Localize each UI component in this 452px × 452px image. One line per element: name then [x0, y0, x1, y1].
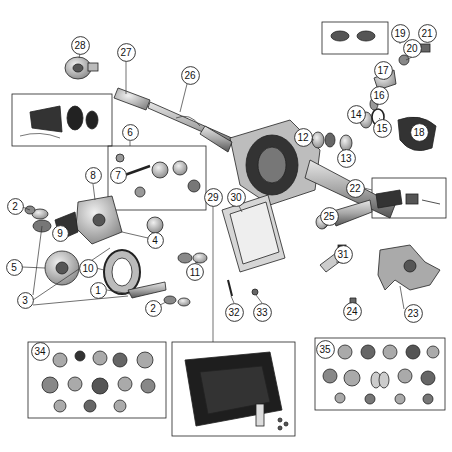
- callout-circle: 12: [294, 128, 313, 147]
- callout-number: 29: [207, 192, 218, 203]
- callout-circle: 16: [370, 86, 389, 105]
- callout-circle: 29: [204, 188, 223, 207]
- callout-number: 9: [57, 228, 63, 239]
- callout-number: 26: [184, 70, 195, 81]
- callout-circle: 23: [404, 304, 423, 323]
- callout-number: 14: [350, 109, 361, 120]
- callout-circle: 15: [373, 119, 392, 138]
- callout-number: 22: [349, 183, 360, 194]
- callout-circle: 26: [181, 66, 200, 85]
- callout-circle: 33: [253, 303, 272, 322]
- callout-circle: 7: [110, 167, 127, 184]
- callout-number: 25: [323, 211, 334, 222]
- callout-number: 12: [297, 132, 308, 143]
- callout-circle: 18: [410, 123, 429, 142]
- callout-circle: 1: [90, 282, 107, 299]
- callout-circle: 9: [52, 225, 69, 242]
- callout-circle: 6: [122, 124, 139, 141]
- callout-circle: 34: [31, 342, 50, 361]
- callout-number: 13: [340, 153, 351, 164]
- callout-number: 21: [421, 28, 432, 39]
- callout-number: 7: [115, 170, 121, 181]
- callout-circle: 13: [337, 149, 356, 168]
- callout-circle: 25: [320, 207, 339, 226]
- callout-number: 8: [90, 170, 96, 181]
- callout-number: 17: [377, 65, 388, 76]
- callout-circle: 3: [17, 292, 34, 309]
- callout-circle: 8: [85, 167, 102, 184]
- callout-circle: 24: [343, 302, 362, 321]
- callout-circle: 10: [79, 259, 98, 278]
- callout-circle: 27: [117, 43, 136, 62]
- callout-number: 18: [413, 127, 424, 138]
- callout-circle: 31: [334, 245, 353, 264]
- callout-number: 23: [407, 308, 418, 319]
- callout-circle: 32: [225, 303, 244, 322]
- callout-circle: 11: [186, 263, 204, 281]
- callout-circle: 20: [403, 39, 422, 58]
- callout-circle: 19: [391, 24, 410, 43]
- callout-circle: 35: [316, 340, 335, 359]
- callout-number: 34: [34, 346, 45, 357]
- callout-number: 30: [230, 192, 241, 203]
- callout-number: 24: [346, 306, 357, 317]
- callout-circle: 21: [418, 24, 437, 43]
- callout-number: 31: [337, 249, 348, 260]
- callout-number: 1: [95, 285, 101, 296]
- callout-circle: 14: [347, 105, 366, 124]
- callout-number: 2: [150, 303, 156, 314]
- callout-circle: 22: [346, 179, 365, 198]
- callout-number: 35: [319, 344, 330, 355]
- callout-circle: 30: [227, 188, 246, 207]
- callout-number: 2: [12, 201, 18, 212]
- callout-number: 6: [127, 127, 133, 138]
- callout-number: 3: [22, 295, 28, 306]
- callout-circle: 5: [6, 259, 23, 276]
- callout-number: 33: [256, 307, 267, 318]
- callout-number: 5: [11, 262, 17, 273]
- callout-number: 27: [120, 47, 131, 58]
- callout-number: 10: [82, 263, 93, 274]
- callout-number: 28: [74, 40, 85, 51]
- callout-circle: 28: [71, 36, 90, 55]
- callout-number: 32: [228, 307, 239, 318]
- callout-circle: 4: [147, 232, 164, 249]
- callout-circle: 17: [374, 61, 393, 80]
- callout-number: 16: [373, 90, 384, 101]
- callout-circle: 2: [7, 198, 24, 215]
- callout-number: 11: [190, 267, 200, 278]
- callout-number: 20: [406, 43, 417, 54]
- callout-number: 19: [394, 28, 405, 39]
- callout-number: 4: [152, 235, 158, 246]
- callout-circle: 2: [145, 300, 162, 317]
- callout-number: 15: [376, 123, 387, 134]
